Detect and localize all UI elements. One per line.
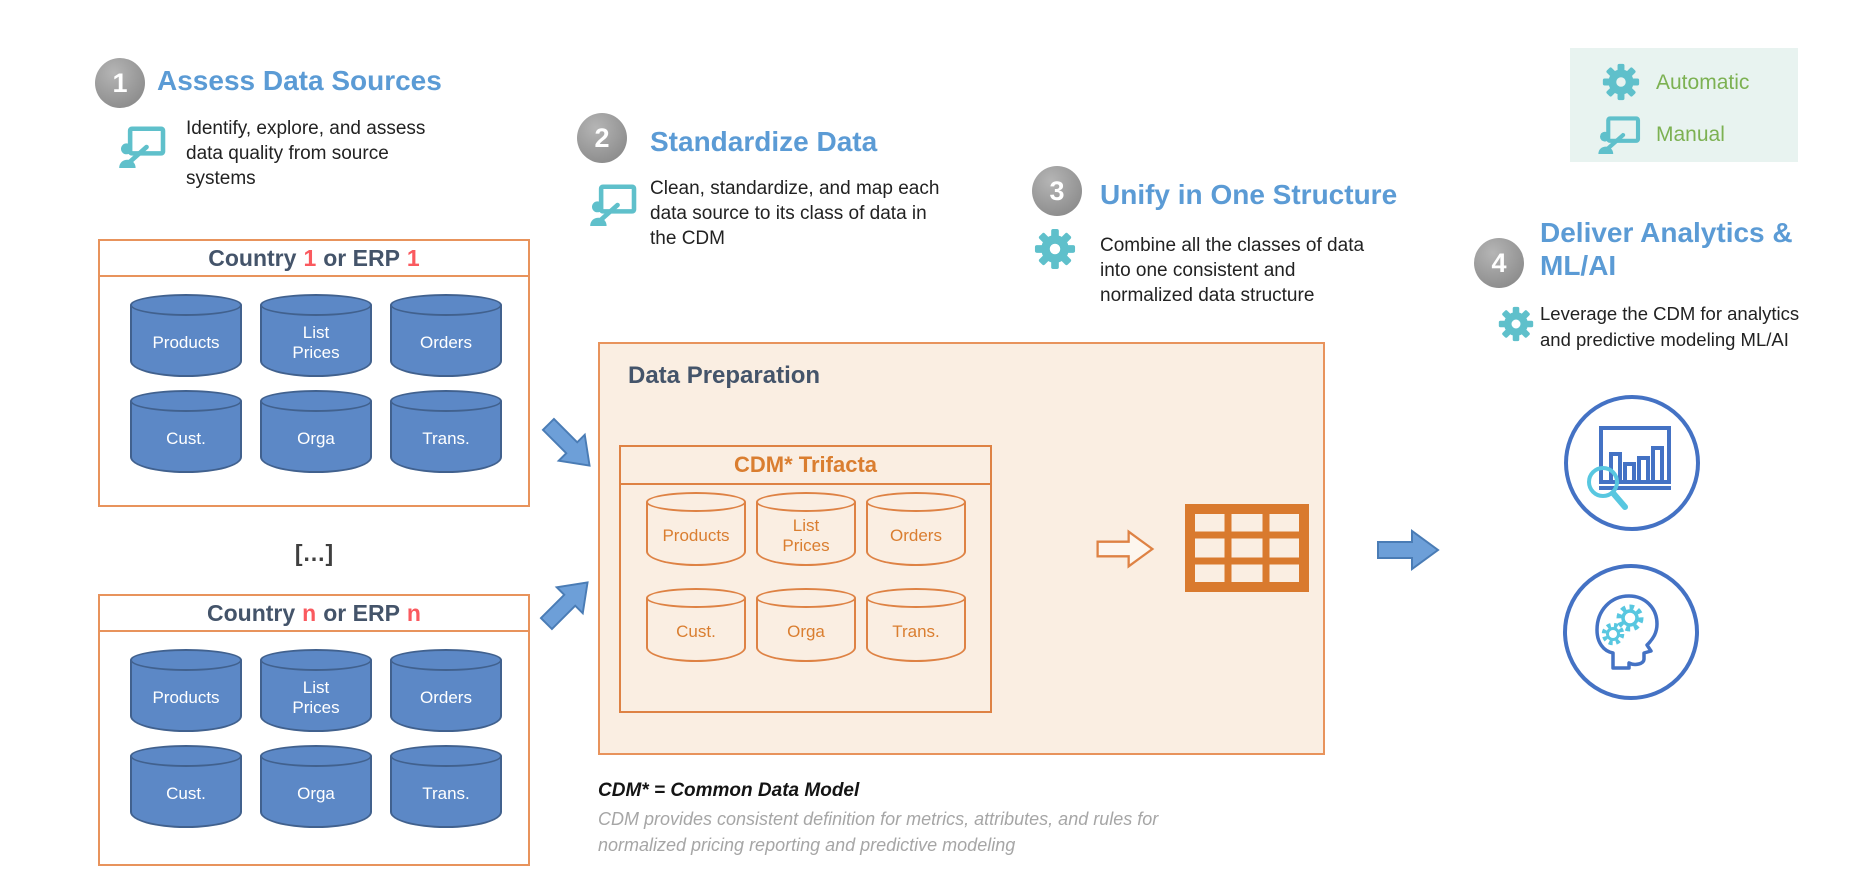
cylinder-list-prices: List Prices	[260, 649, 372, 732]
country-n-cylinders: Products List Prices Orders Cust. Orga T…	[130, 649, 502, 828]
step-2-description: Clean, standardize, and map each data so…	[650, 178, 940, 249]
cdm-trifacta-box: CDM* Trifacta	[619, 445, 992, 713]
footnote-title: CDM* = Common Data Model	[598, 780, 860, 801]
cylinder-products: Products	[646, 492, 746, 566]
table-grid-icon	[1185, 504, 1309, 592]
country-title-number: n	[406, 599, 421, 626]
step-3-number-badge: 3	[1032, 166, 1082, 216]
cylinder-transactions: Trans.	[866, 588, 966, 662]
cylinder-products: Products	[130, 294, 242, 377]
data-preparation-title: Data Preparation	[628, 362, 821, 389]
block-arrow-icon	[1376, 527, 1440, 573]
cylinder-customers: Cust.	[130, 745, 242, 828]
country-title-text: Country	[207, 599, 296, 626]
legend: Automatic Manual	[1570, 48, 1798, 162]
cylinder-orders: Orders	[390, 649, 502, 732]
gear-icon	[1498, 306, 1534, 342]
step-1-number-badge: 1	[95, 58, 145, 108]
step-2-title: Standardize Data	[650, 126, 878, 157]
cylinder-orders: Orders	[390, 294, 502, 377]
country-title-text: or ERP	[323, 244, 400, 271]
step-4-number-badge: 4	[1474, 238, 1524, 288]
hollow-arrow-icon	[1095, 528, 1155, 570]
step-1-description: Identify, explore, and assess data quali…	[186, 118, 426, 189]
country-title-text: or ERP	[323, 599, 400, 626]
head-with-gears-icon	[1563, 564, 1699, 700]
step-3-title: Unify in One Structure	[1100, 179, 1398, 210]
cylinder-orga: Orga	[260, 745, 372, 828]
person-at-whiteboard-icon	[589, 184, 637, 226]
step-4-title: Deliver Analytics & ML/AI	[1540, 217, 1793, 281]
country-title-number: n	[302, 599, 317, 626]
cylinder-list-prices: List Prices	[756, 492, 856, 566]
step-2-number-badge: 2	[577, 113, 627, 163]
gear-icon	[1602, 63, 1640, 101]
cdm-cylinders: Products List Prices Orders Cust. Orga T…	[646, 492, 966, 662]
legend-automatic-label: Automatic	[1656, 71, 1750, 94]
cylinder-customers: Cust.	[646, 588, 746, 662]
cylinder-transactions: Trans.	[390, 745, 502, 828]
cylinder-list-prices: List Prices	[260, 294, 372, 377]
block-arrow-icon	[531, 407, 607, 483]
footnote-body: CDM provides consistent definition for m…	[598, 809, 1159, 855]
cdm-trifacta-title: CDM* Trifacta	[621, 447, 990, 485]
ellipsis-label: […]	[294, 540, 334, 566]
cylinder-customers: Cust.	[130, 390, 242, 473]
country-title-text: Country	[208, 244, 297, 271]
country-title-number: 1	[303, 244, 317, 271]
block-arrow-icon	[529, 565, 605, 641]
country-1-title: Country 1 or ERP 1	[100, 241, 528, 277]
person-at-whiteboard-icon	[118, 126, 166, 168]
country-n-title: Country n or ERP n	[100, 596, 528, 632]
country-title-number: 1	[406, 244, 420, 271]
cylinder-orders: Orders	[866, 492, 966, 566]
legend-manual-label: Manual	[1656, 123, 1725, 146]
person-at-whiteboard-icon	[1597, 116, 1641, 154]
data-preparation-box: Data Preparation CDM* Trifacta Products …	[598, 342, 1325, 755]
cylinder-products: Products	[130, 649, 242, 732]
cylinder-transactions: Trans.	[390, 390, 502, 473]
gear-icon	[1034, 228, 1076, 270]
bar-chart-with-magnifier-icon	[1564, 395, 1700, 531]
step-3-description: Combine all the classes of data into one…	[1100, 235, 1365, 306]
cylinder-orga: Orga	[756, 588, 856, 662]
step-1-title: Assess Data Sources	[157, 65, 442, 96]
cylinder-orga: Orga	[260, 390, 372, 473]
step-4-description: Leverage the CDM for analytics and predi…	[1540, 303, 1800, 350]
country-1-cylinders: Products List Prices Orders Cust. Orga T…	[130, 294, 502, 473]
